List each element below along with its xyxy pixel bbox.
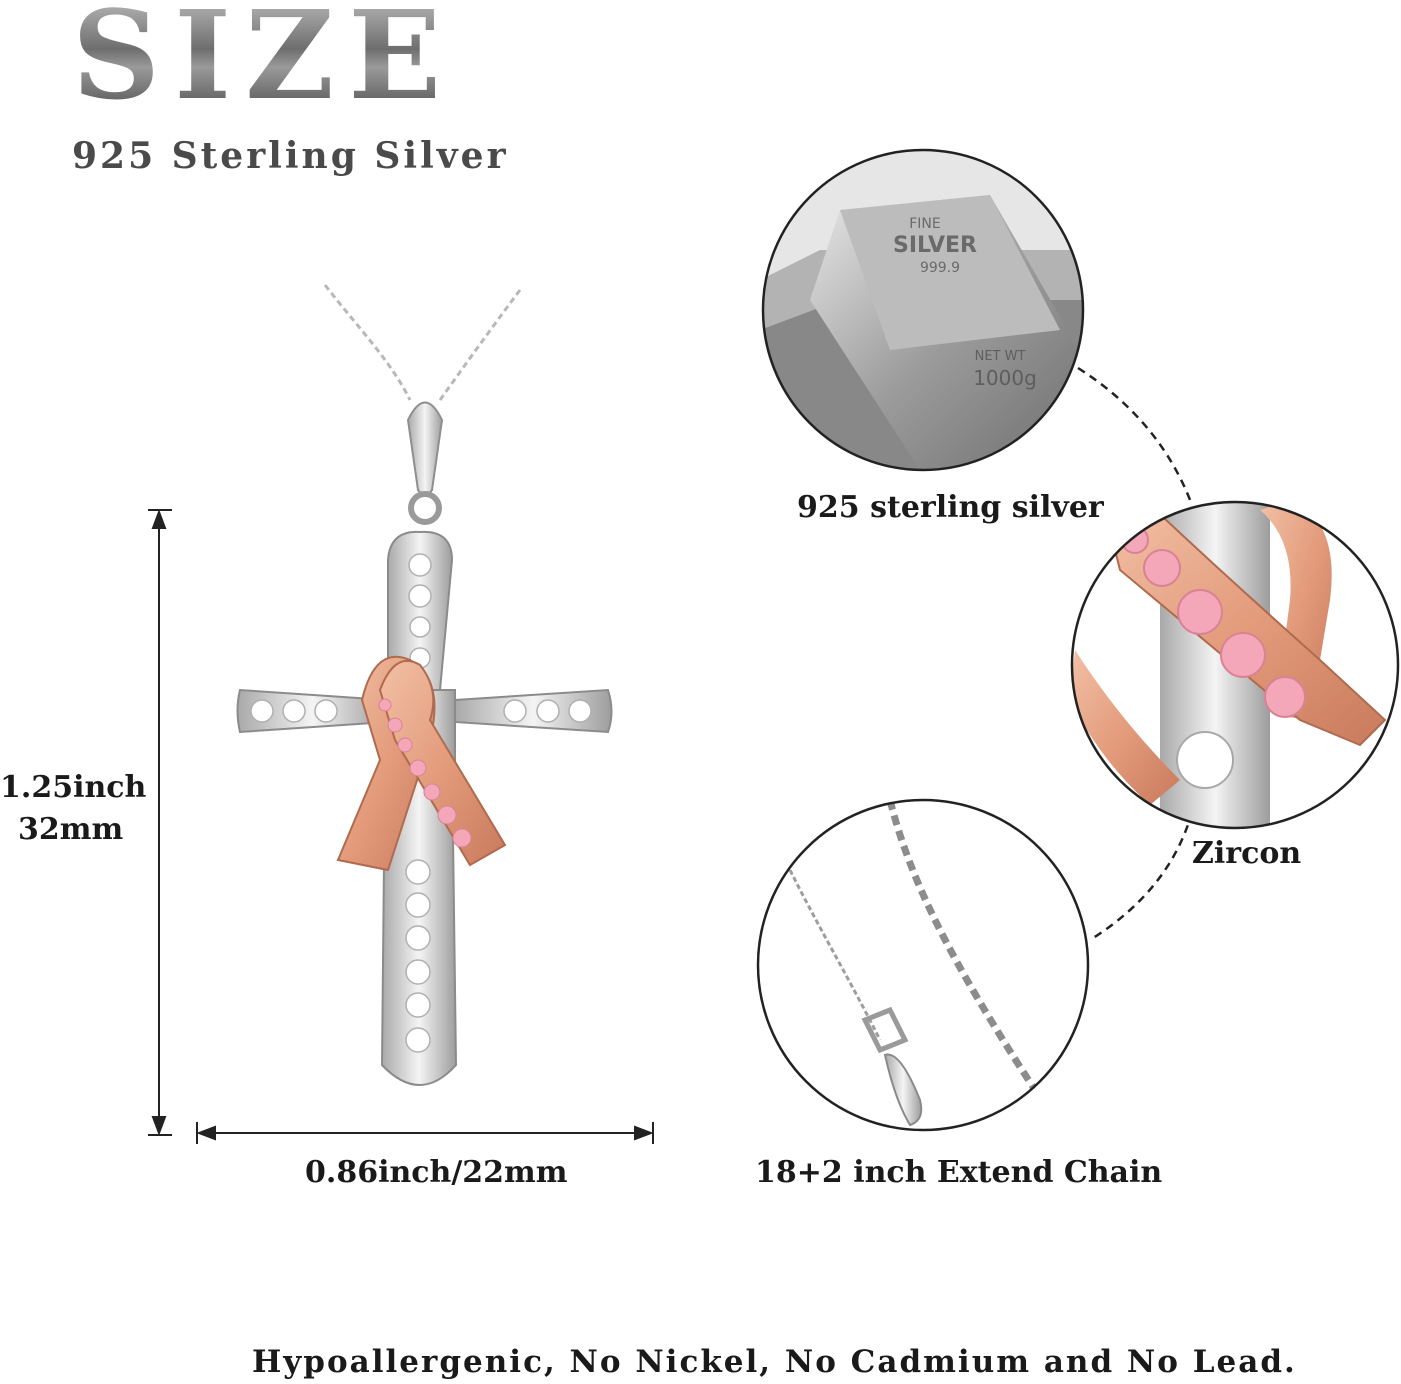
height-mm-label: 32mm — [18, 812, 124, 847]
cross-pendant — [236, 530, 613, 1086]
width-label: 0.86inch/22mm — [305, 1155, 568, 1190]
chain-label: 18+2 inch Extend Chain — [755, 1155, 1163, 1190]
material-label: 925 sterling silver — [797, 490, 1104, 525]
bar-stamp-line-5: 1000g — [973, 366, 1037, 390]
page-subtitle: 925 Sterling Silver — [72, 135, 509, 177]
bar-stamp-line-3: 999.9 — [920, 260, 960, 276]
pendant-bail — [406, 401, 444, 525]
height-dimension-line — [148, 509, 172, 1136]
clear-stones — [250, 553, 592, 1053]
necklace-chain — [323, 284, 522, 401]
bar-stamp-line-4: NET WT — [975, 349, 1026, 364]
dashed-connectors — [1077, 366, 1194, 942]
chain-detail — [756, 798, 1090, 1132]
zircon-detail — [1070, 500, 1400, 830]
height-inch-label: 1.25inch — [0, 770, 147, 805]
width-dimension-line — [196, 1122, 654, 1144]
footer-note: Hypoallergenic, No Nickel, No Cadmium an… — [252, 1344, 1297, 1380]
bar-stamp-line-2: SILVER — [893, 233, 977, 258]
page-title: SIZE — [72, 0, 455, 116]
bar-stamp-line-1: FINE — [909, 216, 941, 232]
silver-bar-detail: FINE SILVER 999.9 NET WT 1000g — [761, 148, 1085, 472]
awareness-ribbon — [336, 655, 507, 872]
stone-label: Zircon — [1192, 836, 1302, 871]
pink-stones — [378, 698, 472, 848]
